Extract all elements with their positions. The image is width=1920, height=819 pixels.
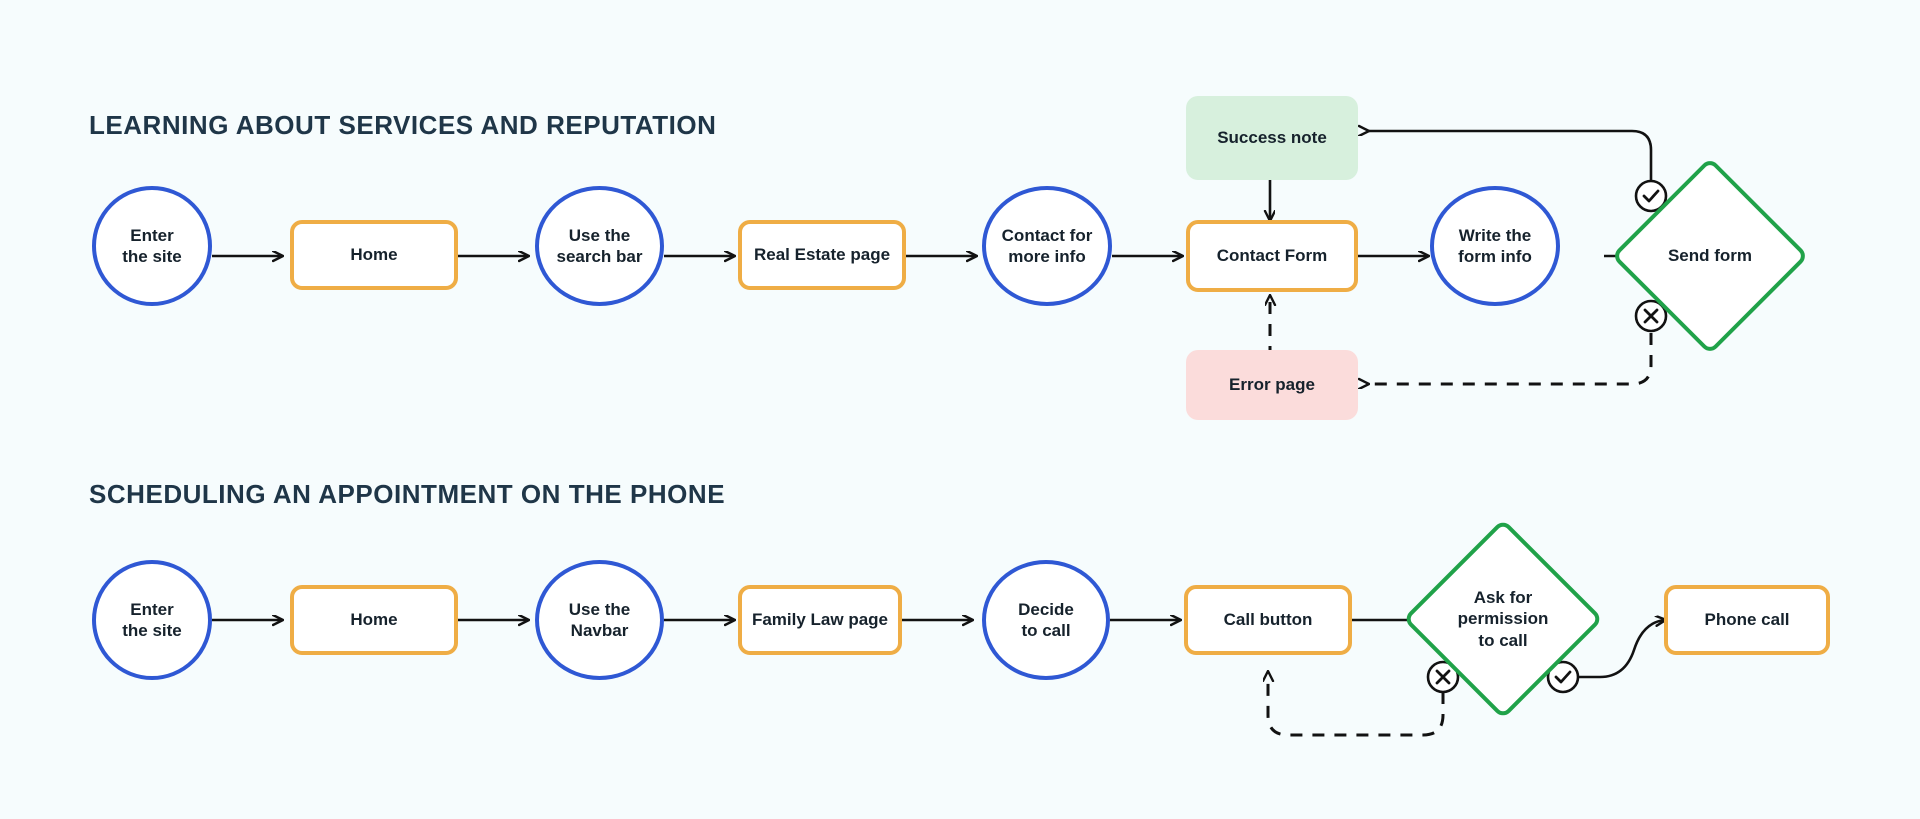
node-use-the-search-bar[interactable]: Use the search bar <box>535 186 664 306</box>
node-label: Contact for more info <box>1001 225 1093 266</box>
node-write-the-form-info[interactable]: Write the form info <box>1430 186 1560 306</box>
node-enter-the-site-2[interactable]: Enter the site <box>92 560 212 680</box>
node-home-2[interactable]: Home <box>290 585 458 655</box>
node-label: Send form <box>1667 246 1753 266</box>
node-contact-form[interactable]: Contact Form <box>1186 220 1358 292</box>
link-permission-success-to-phonecall <box>1578 620 1665 679</box>
node-error-page[interactable]: Error page <box>1186 350 1358 420</box>
node-label: Success note <box>1217 128 1327 148</box>
node-family-law-page[interactable]: Family Law page <box>738 585 902 655</box>
node-label: Decide to call <box>1018 599 1074 640</box>
node-call-button[interactable]: Call button <box>1184 585 1352 655</box>
node-contact-for-more-info[interactable]: Contact for more info <box>982 186 1112 306</box>
node-label: Family Law page <box>751 610 889 630</box>
link-sendform-success-to-note <box>1368 131 1653 180</box>
node-success-note[interactable]: Success note <box>1186 96 1358 180</box>
section-title-services: LEARNING ABOUT SERVICES AND REPUTATION <box>89 110 717 140</box>
node-label: Use the Navbar <box>568 599 631 640</box>
node-label: Real Estate page <box>753 245 891 265</box>
r2-gate-error <box>1426 660 1460 694</box>
node-label: Contact Form <box>1216 246 1328 266</box>
r1-gate-error <box>1634 299 1668 333</box>
node-ask-for-permission-decision[interactable]: Ask for permission to call <box>1402 518 1604 720</box>
section-title-phone: SCHEDULING AN APPOINTMENT ON THE PHONE <box>89 479 726 509</box>
node-label: Home <box>350 610 398 630</box>
node-label: Enter the site <box>122 599 182 640</box>
node-use-the-navbar[interactable]: Use the Navbar <box>535 560 664 680</box>
node-real-estate-page[interactable]: Real Estate page <box>738 220 906 290</box>
r2-gate-success <box>1546 660 1580 694</box>
link-permission-error-to-callbutton <box>1268 672 1445 737</box>
node-enter-the-site[interactable]: Enter the site <box>92 186 212 306</box>
node-send-form-decision[interactable]: Send form <box>1611 157 1809 355</box>
node-decide-to-call[interactable]: Decide to call <box>982 560 1110 680</box>
node-label: Write the form info <box>1458 225 1532 266</box>
r1-gate-success <box>1634 179 1668 213</box>
node-label: Phone call <box>1704 610 1790 630</box>
node-label: Home <box>350 245 398 265</box>
node-label: Use the search bar <box>556 225 643 266</box>
node-label: Ask for permission to call <box>1457 588 1549 650</box>
node-phone-call[interactable]: Phone call <box>1664 585 1830 655</box>
node-label: Enter the site <box>122 225 182 266</box>
node-home[interactable]: Home <box>290 220 458 290</box>
node-label: Error page <box>1229 375 1315 395</box>
node-label: Call button <box>1223 610 1313 630</box>
link-sendform-error-to-errorpage <box>1368 333 1653 384</box>
